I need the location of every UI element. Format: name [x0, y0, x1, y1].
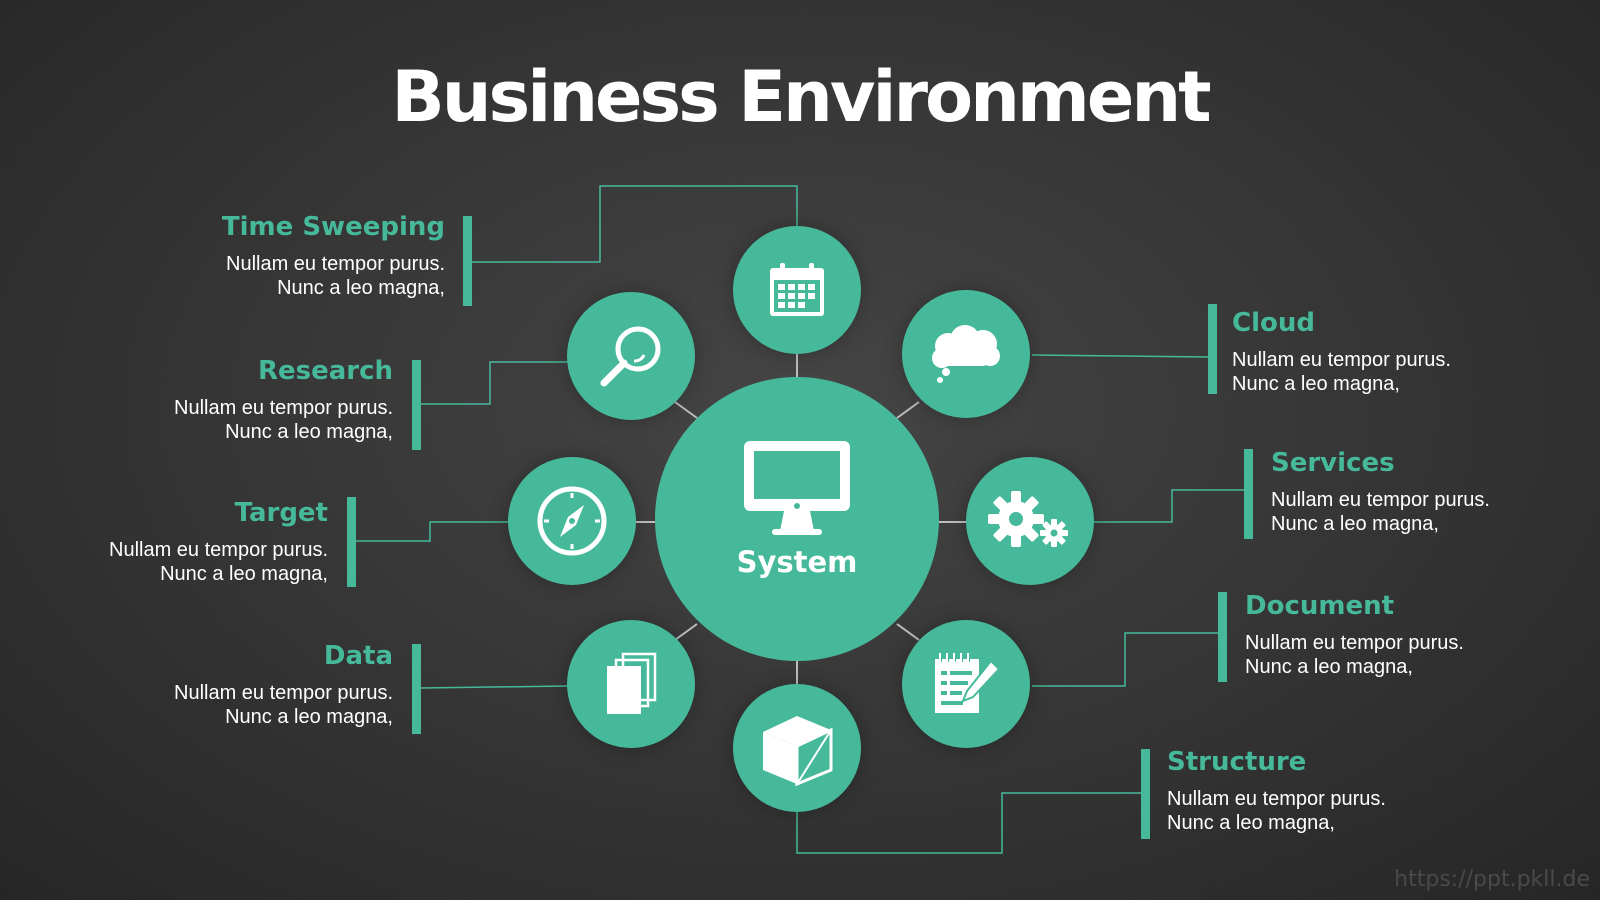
label-line2: Nunc a leo magna,	[1232, 373, 1400, 395]
label-title: Time Sweeping	[221, 212, 445, 242]
label-line2: Nunc a leo magna,	[1167, 812, 1335, 834]
label-line1: Nullam eu tempor purus.	[1232, 349, 1451, 371]
watermark: https://ppt.pkll.de	[1394, 867, 1590, 892]
accent-bar-research	[412, 360, 421, 450]
gears-icon	[988, 491, 1068, 547]
label-research: Research Nullam eu tempor purus. Nunc a …	[13, 356, 393, 444]
label-title: Structure	[1167, 747, 1307, 777]
accent-bar-services	[1244, 449, 1253, 539]
label-title: Document	[1245, 591, 1395, 621]
label-title: Cloud	[1232, 308, 1315, 338]
label-data: Data Nullam eu tempor purus. Nunc a leo …	[13, 641, 393, 729]
monitor-icon	[744, 441, 850, 535]
label-line1: Nullam eu tempor purus.	[174, 682, 393, 704]
label-line2: Nunc a leo magna,	[225, 421, 393, 443]
node-target	[508, 457, 636, 585]
documents-icon	[607, 652, 657, 714]
connector-data	[420, 685, 569, 689]
connector-services	[1094, 489, 1244, 523]
label-title: Target	[234, 498, 328, 528]
label-title: Data	[323, 641, 393, 671]
connector-target	[356, 521, 510, 542]
compass-icon	[537, 486, 607, 556]
node-structure	[733, 684, 861, 812]
label-line1: Nullam eu tempor purus.	[174, 397, 393, 419]
hub-label: System	[736, 545, 858, 579]
label-line1: Nullam eu tempor purus.	[109, 539, 328, 561]
label-line2: Nunc a leo magna,	[225, 706, 393, 728]
node-services	[966, 457, 1094, 585]
label-title: Research	[257, 356, 393, 386]
connector-document	[1032, 632, 1218, 687]
label-line2: Nunc a leo magna,	[1271, 513, 1439, 535]
label-services: Services Nullam eu tempor purus. Nunc a …	[1271, 448, 1600, 536]
label-line1: Nullam eu tempor purus.	[226, 253, 445, 275]
label-target: Target Nullam eu tempor purus. Nunc a le…	[0, 498, 328, 586]
node-document	[902, 620, 1030, 748]
label-line2: Nunc a leo magna,	[1245, 656, 1413, 678]
label-title: Services	[1271, 448, 1395, 478]
cloud-icon	[932, 325, 1000, 383]
accent-bar-data	[412, 644, 421, 734]
label-cloud: Cloud Nullam eu tempor purus. Nunc a leo…	[1232, 308, 1600, 396]
accent-bar-structure	[1141, 749, 1150, 839]
node-cloud	[902, 290, 1030, 418]
system-hub: System	[655, 377, 939, 661]
accent-bar-document	[1218, 592, 1227, 682]
notepad-icon	[935, 653, 1001, 713]
spoke-bottom-left	[674, 623, 698, 641]
label-line1: Nullam eu tempor purus.	[1245, 632, 1464, 654]
calendar-icon	[770, 263, 824, 316]
node-data	[567, 620, 695, 748]
cube-icon	[763, 716, 833, 787]
spoke-bottom-right	[896, 623, 920, 641]
spoke-top-right	[896, 401, 920, 419]
connector-structure	[796, 792, 1141, 854]
label-structure: Structure Nullam eu tempor purus. Nunc a…	[1167, 747, 1547, 835]
label-document: Document Nullam eu tempor purus. Nunc a …	[1245, 591, 1600, 679]
node-time-sweeping	[733, 226, 861, 354]
label-time-sweeping: Time Sweeping Nullam eu tempor purus. Nu…	[65, 212, 445, 300]
label-line2: Nunc a leo magna,	[277, 277, 445, 299]
label-line1: Nullam eu tempor purus.	[1167, 788, 1386, 810]
label-line1: Nullam eu tempor purus.	[1271, 489, 1490, 511]
accent-bar-target	[347, 497, 356, 587]
magnifier-icon	[600, 326, 661, 387]
label-line2: Nunc a leo magna,	[160, 563, 328, 585]
spoke-top-left	[674, 401, 698, 419]
accent-bar-cloud	[1208, 304, 1217, 394]
connector-time-sweeping	[472, 185, 798, 263]
connector-cloud	[1031, 354, 1209, 358]
accent-bar-time-sweeping	[463, 216, 472, 306]
page-title: Business Environment	[391, 56, 1211, 138]
connector-research	[421, 361, 568, 405]
node-research	[567, 292, 695, 420]
